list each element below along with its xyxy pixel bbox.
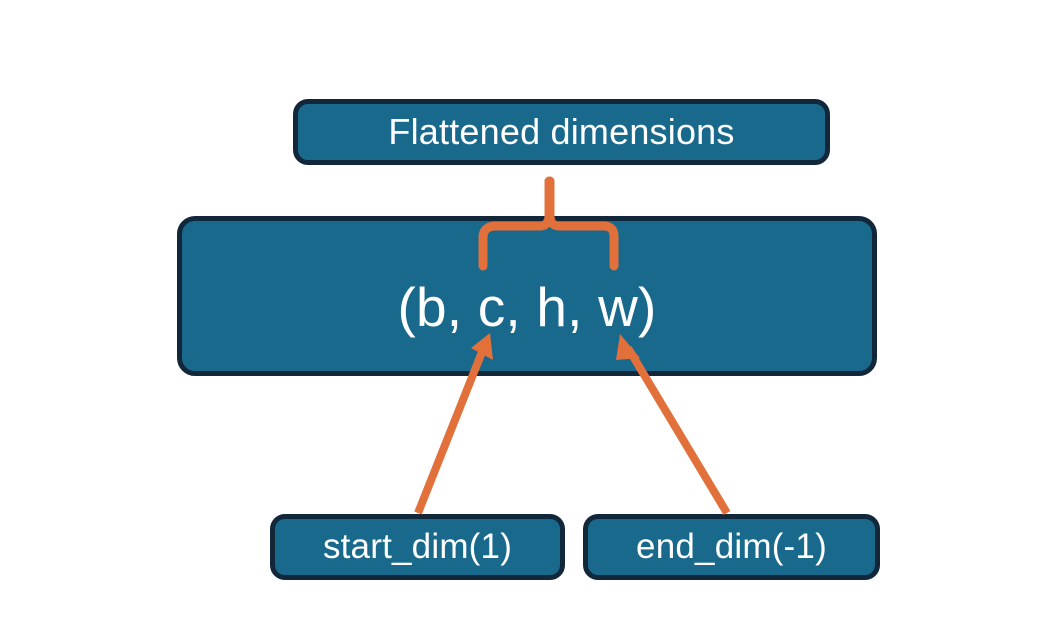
end-dim-label: end_dim(-1) — [636, 527, 827, 566]
start-dim-label: start_dim(1) — [322, 527, 513, 566]
tensor-shape-box: (b, c, h, w) — [177, 216, 877, 376]
end-dim-box: end_dim(-1) — [583, 514, 880, 580]
tensor-shape-label: (b, c, h, w) — [397, 276, 657, 338]
flattened-dimensions-label: Flattened dimensions — [388, 111, 735, 152]
start-dim-box: start_dim(1) — [270, 514, 565, 580]
flattened-dimensions-box: Flattened dimensions — [293, 99, 830, 165]
